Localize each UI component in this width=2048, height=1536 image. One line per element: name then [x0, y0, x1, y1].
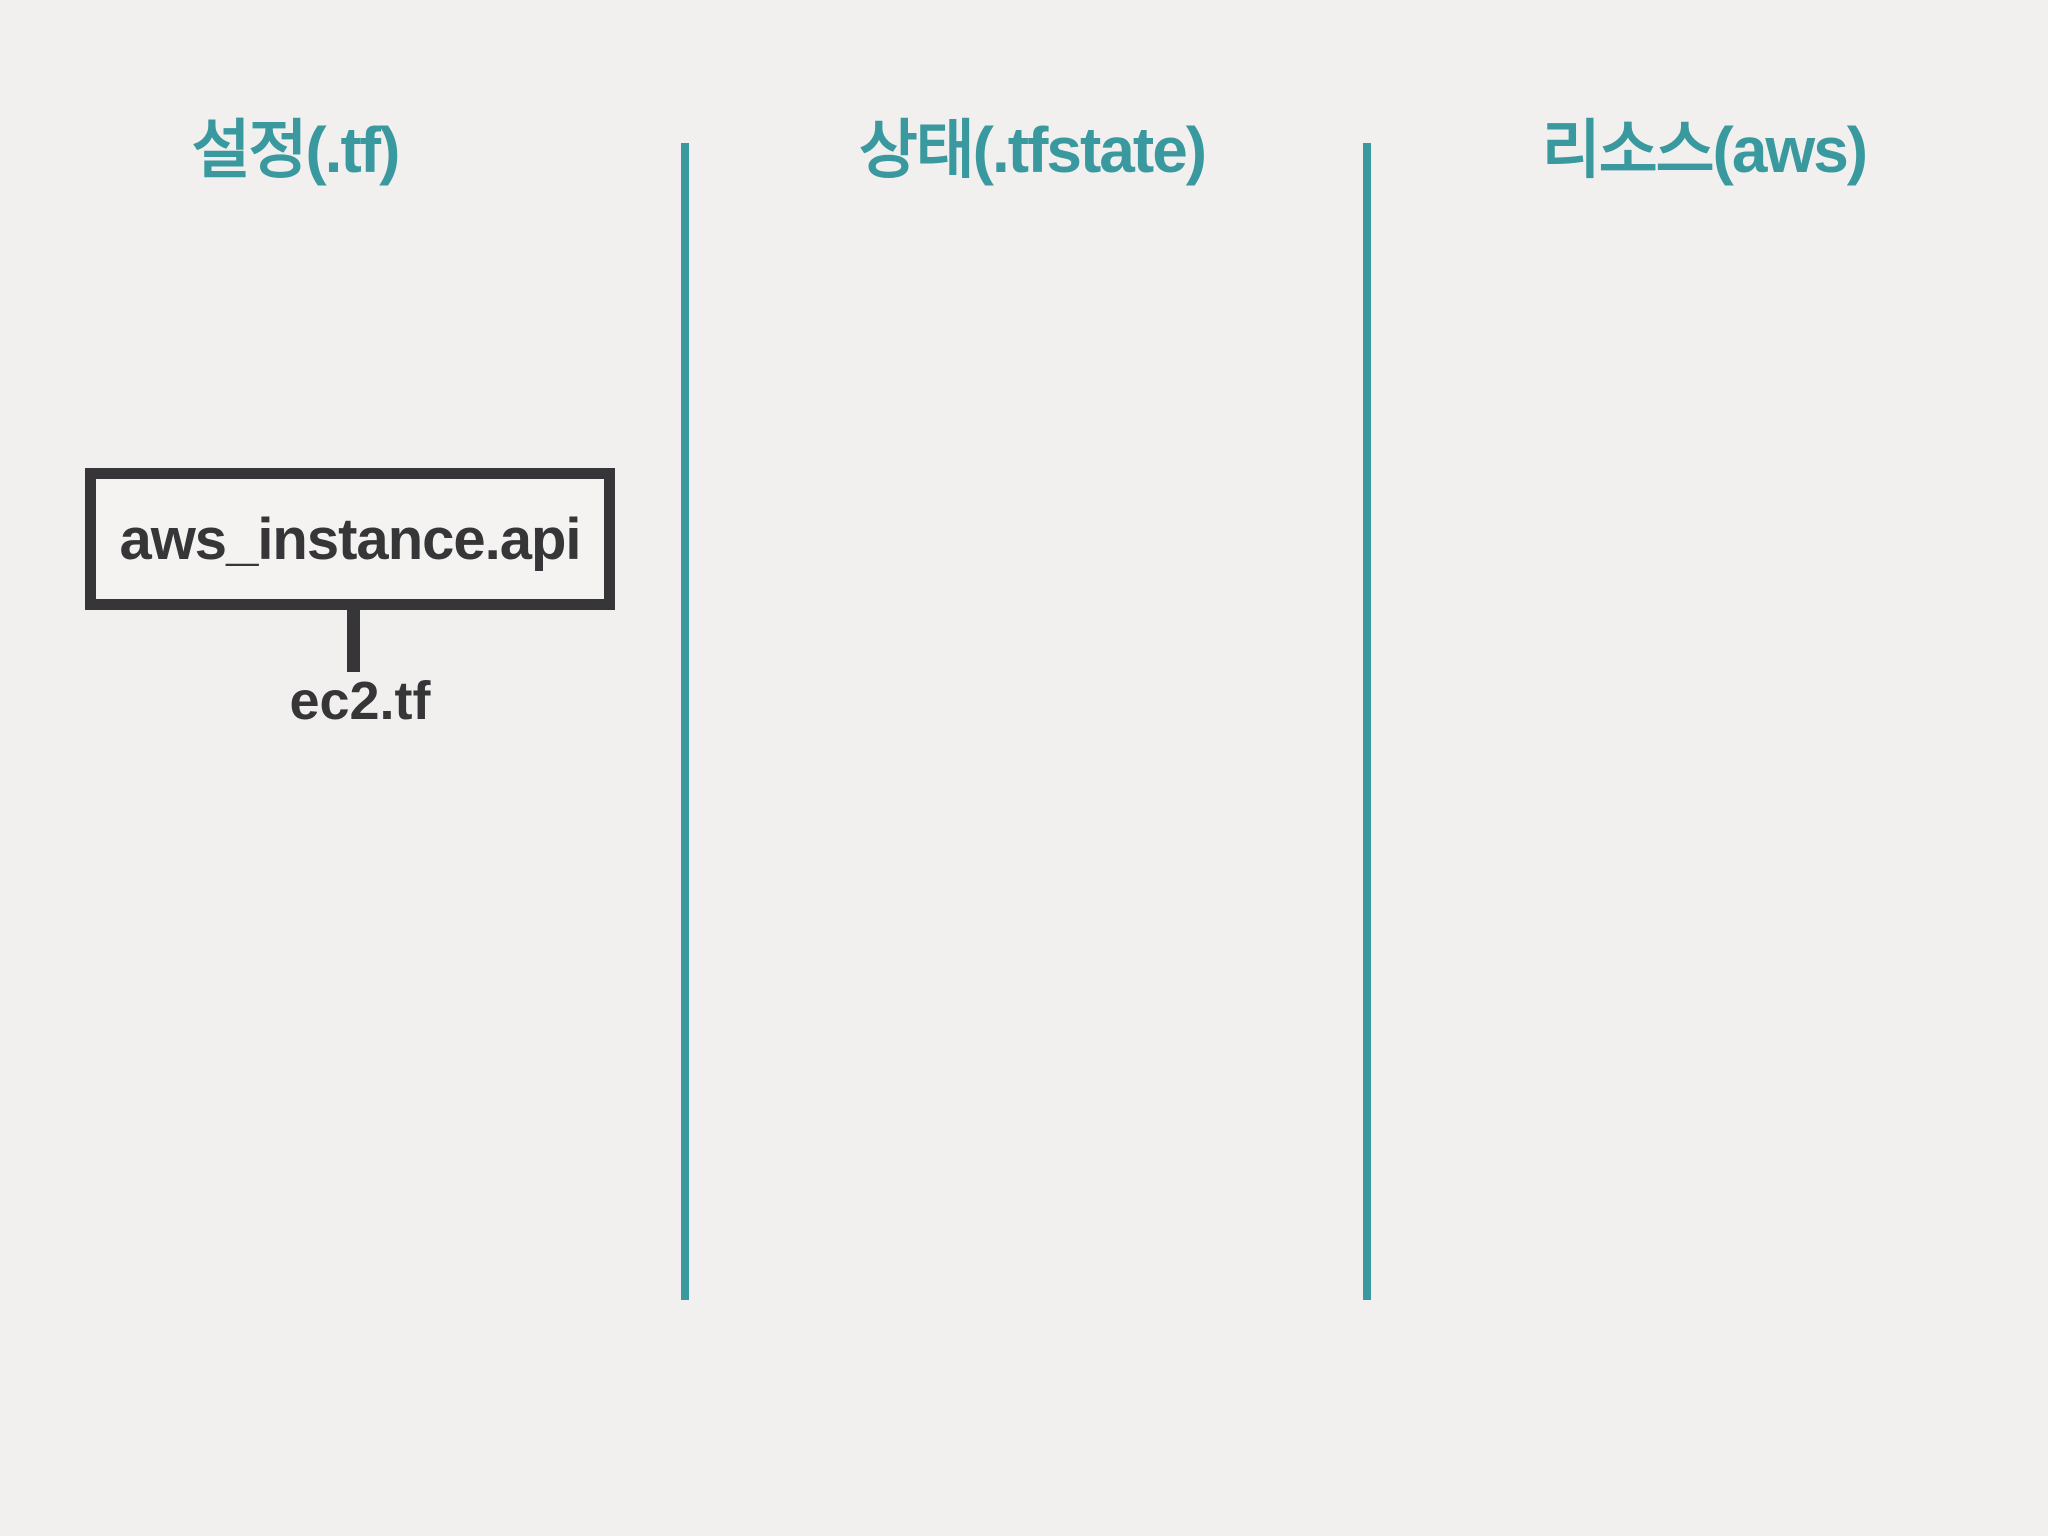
- column-divider-left: [681, 143, 689, 1300]
- connector-line: [347, 610, 360, 672]
- resource-node-box: aws_instance.api: [85, 468, 615, 610]
- file-name-label: ec2.tf: [289, 671, 431, 731]
- column-header-state: 상태(.tfstate): [858, 114, 1207, 186]
- resource-node-label: aws_instance.api: [119, 506, 581, 572]
- column-header-resource: 리소스(aws): [1541, 114, 1868, 186]
- column-header-config: 설정(.tf): [191, 114, 401, 186]
- column-divider-right: [1363, 143, 1371, 1300]
